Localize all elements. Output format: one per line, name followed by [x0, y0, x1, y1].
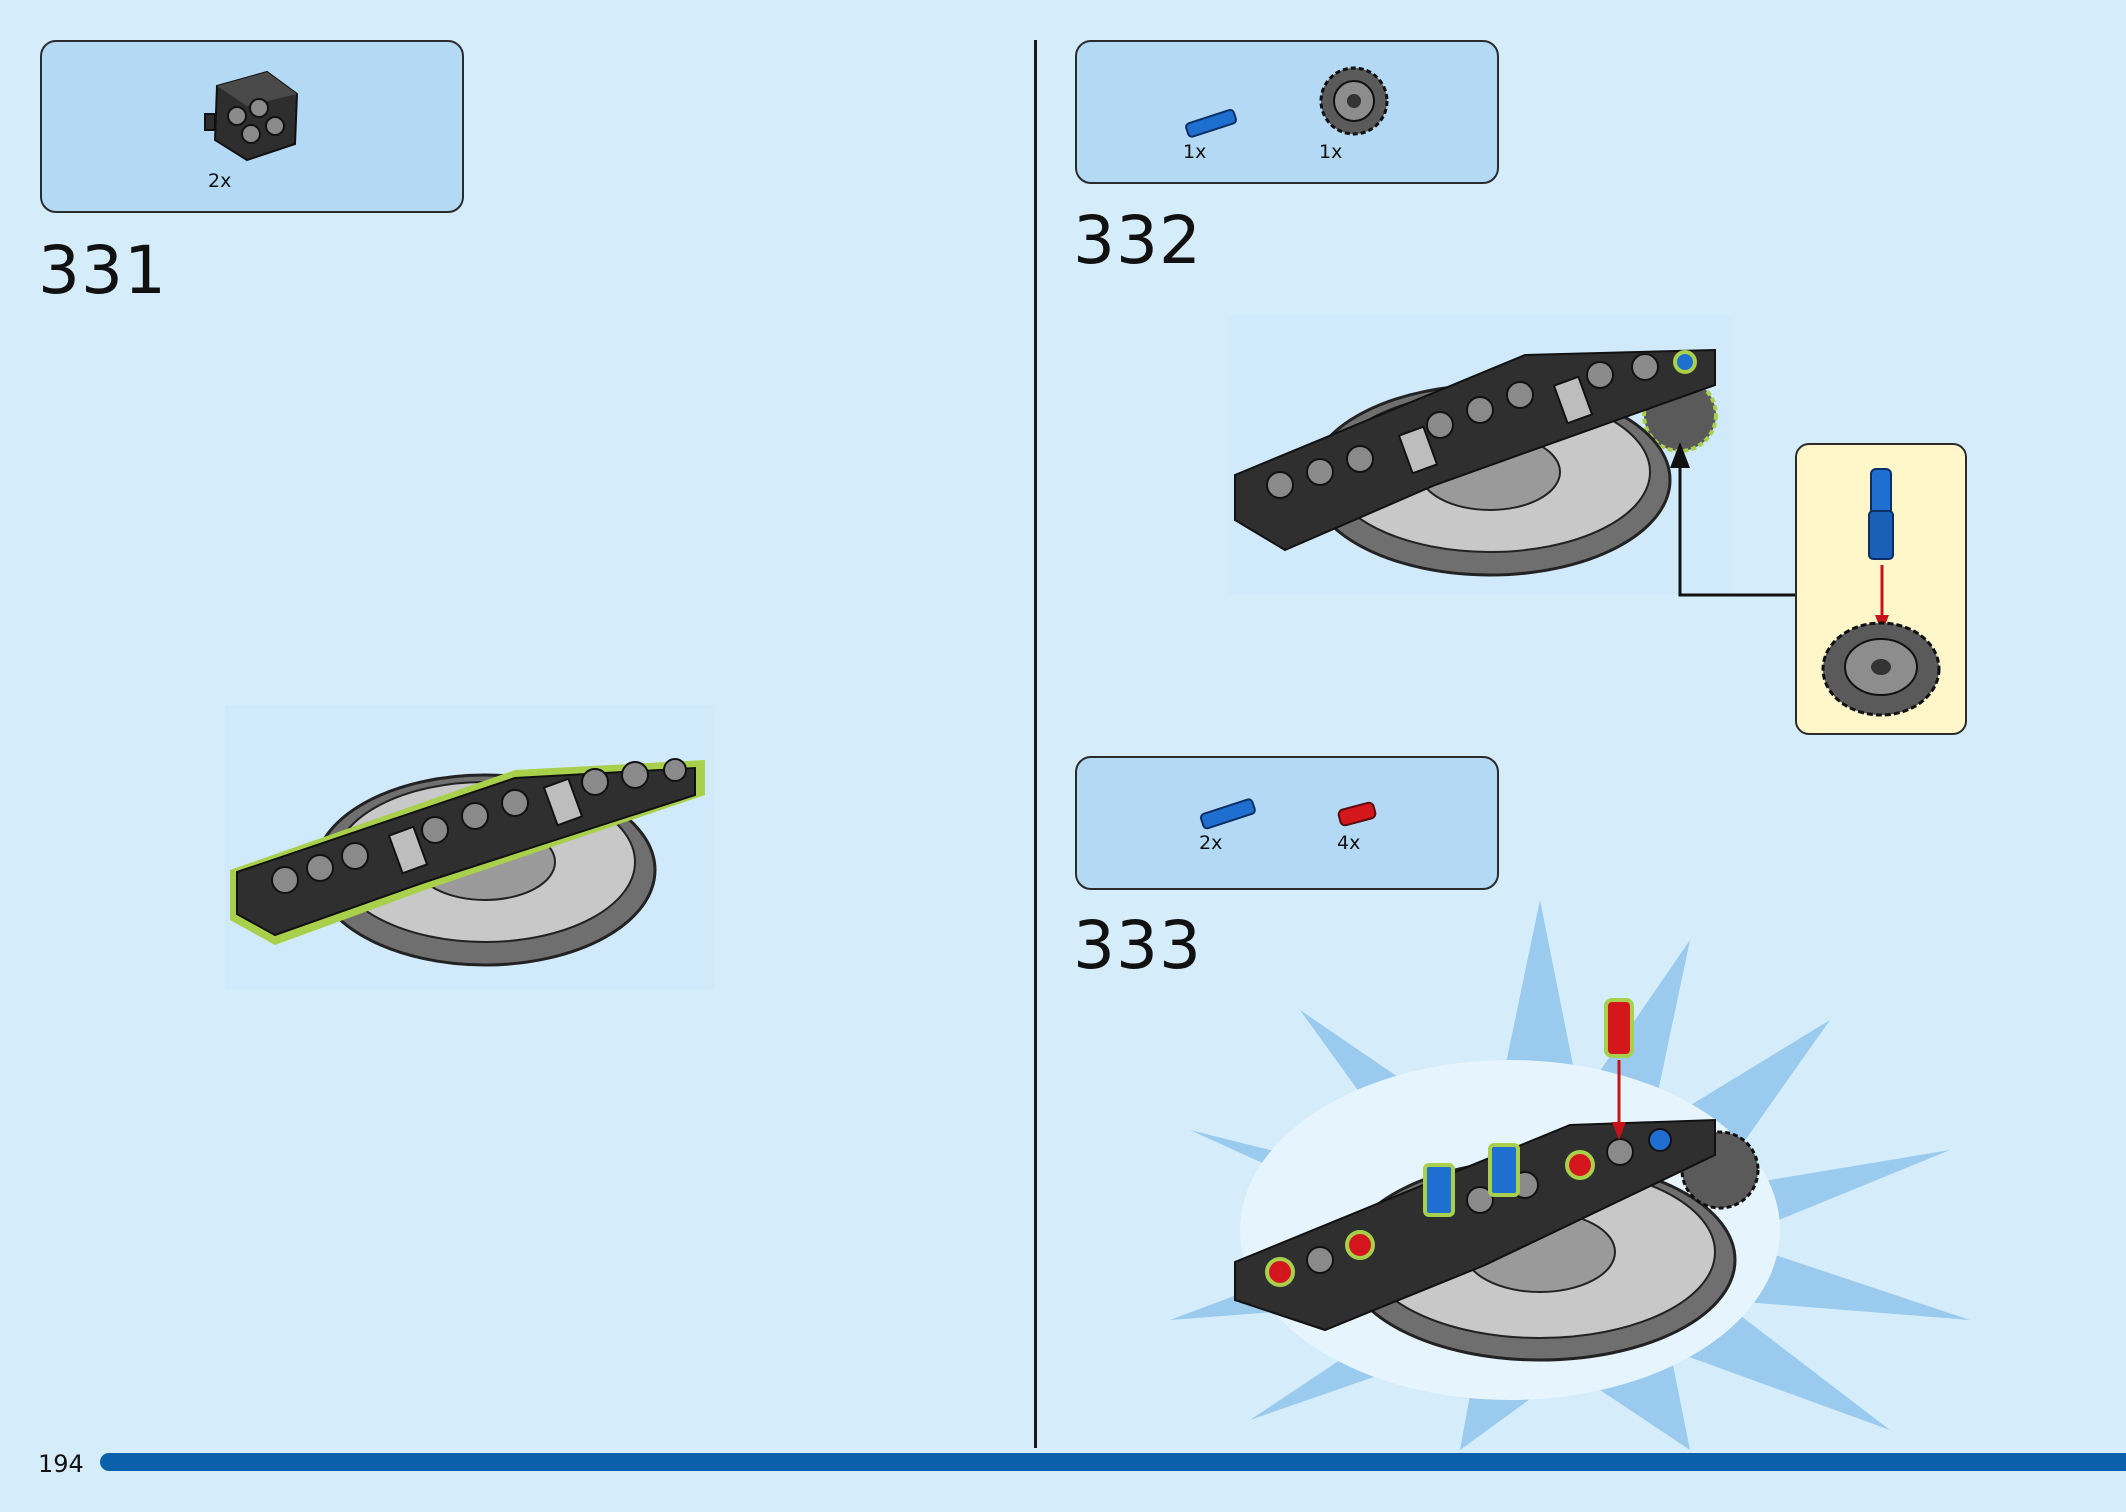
- page-footer-bar: [100, 1453, 2126, 1471]
- blue-axle-pin-icon: [1199, 798, 1256, 830]
- page-number: 194: [38, 1450, 84, 1478]
- step-number: 332: [1073, 202, 1202, 279]
- blue-axle-pin-icon: [1868, 468, 1894, 560]
- assembly-illustration-333: [1170, 900, 1970, 1450]
- part-qty: 2x: [208, 170, 232, 192]
- connector-block-icon: [204, 70, 299, 162]
- part-qty: 4x: [1337, 832, 1361, 854]
- sub-assembly-callout: [1795, 443, 1967, 735]
- pointer-arrow: [1670, 442, 1797, 597]
- gear-icon: [1319, 66, 1389, 136]
- step-number: 331: [38, 232, 167, 309]
- part-qty: 1x: [1319, 141, 1343, 163]
- parts-box-step-331: 2x: [40, 40, 464, 213]
- step-number: 333: [1073, 907, 1202, 984]
- blue-axle-pin-icon: [1185, 108, 1237, 138]
- assembly-illustration-331: [225, 705, 715, 990]
- gear-icon: [1821, 621, 1941, 717]
- part-qty: 1x: [1183, 141, 1207, 163]
- parts-box-step-333: 2x 4x: [1075, 756, 1499, 890]
- assembly-illustration-332: [1230, 315, 1730, 595]
- red-pin-icon: [1337, 801, 1377, 827]
- page-divider: [1034, 40, 1037, 1448]
- part-qty: 2x: [1199, 832, 1223, 854]
- parts-box-step-332: 1x 1x: [1075, 40, 1499, 184]
